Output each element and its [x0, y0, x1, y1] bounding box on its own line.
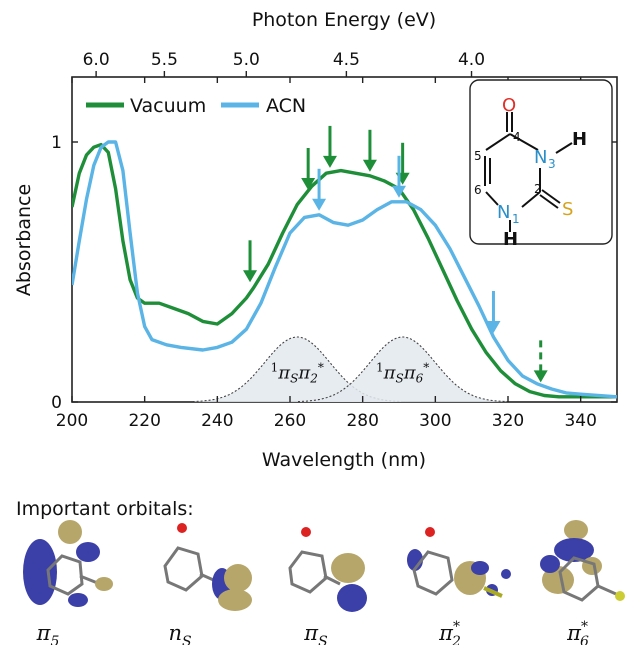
atom-index-2: 2 [534, 182, 542, 196]
y-tick-label: 1 [51, 133, 62, 153]
legend: Vacuum ACN [86, 95, 306, 117]
orbital-caption-4: π*2 [438, 619, 461, 645]
x-tick-label: 220 [128, 411, 160, 431]
atom-sulfur: S [562, 199, 573, 220]
orbital-caption-1: π5 [36, 621, 60, 645]
atom-n3-index: 3 [548, 157, 556, 171]
top-axis-ticks: 6.0 5.5 5.0 4.5 4.0 [83, 50, 485, 77]
arrow-head-2 [301, 178, 316, 190]
molecule-bonds [484, 112, 573, 232]
x-axis-ticks: 200 220 240 260 280 300 320 340 [56, 77, 597, 431]
atom-h1: H [503, 229, 518, 250]
state-band-curve-2 [297, 336, 507, 402]
orbital-caption-3: πS [303, 621, 327, 645]
arrow-head-3 [322, 155, 337, 168]
arrow-head-9 [486, 321, 501, 333]
orbital-pi6-star [540, 520, 625, 602]
arrow-head-4 [362, 159, 377, 172]
atom-n3: N [534, 147, 547, 168]
orbital-caption-2: nS [168, 621, 191, 645]
atom-h3: H [572, 129, 587, 150]
atom-index-6: 6 [474, 183, 482, 197]
orbital-pi5 [23, 520, 113, 607]
series-line-vacuum [72, 142, 617, 399]
x-axis-title: Wavelength (nm) [262, 449, 426, 471]
orbital-pi-s [288, 527, 367, 612]
arrow-head-8 [392, 185, 406, 198]
arrow-head-7 [312, 198, 327, 211]
x-tick-label: 320 [492, 411, 524, 431]
state-bands: 1πSπ2* 1πSπ6* [192, 336, 507, 402]
series-lines [72, 140, 617, 399]
atom-index-5: 5 [474, 149, 482, 163]
orbitals-heading: Important orbitals: [16, 498, 194, 520]
arrow-head-1 [243, 270, 258, 283]
y-axis-title: Absorbance [13, 184, 35, 296]
top-tick-label: 4.5 [333, 50, 360, 70]
arrow-head-6 [533, 370, 548, 383]
top-tick-label: 4.0 [458, 50, 485, 70]
atom-n1-index: 1 [512, 212, 520, 226]
orbital-captions: π5 nS πS π*2 π*6 [36, 619, 589, 645]
state-band-label-1: 1πSπ2* [271, 361, 324, 386]
atom-n1: N [497, 202, 510, 223]
state-band-label-2: 1πSπ6* [376, 361, 429, 386]
y-tick-label: 0 [51, 393, 62, 413]
transition-arrows [243, 125, 548, 383]
x-tick-label: 240 [201, 411, 233, 431]
x-tick-label: 200 [56, 411, 88, 431]
top-axis-title: Photon Energy (eV) [252, 9, 436, 31]
top-tick-label: 6.0 [83, 50, 110, 70]
top-tick-label: 5.5 [151, 50, 178, 70]
orbital-pi2-star [407, 527, 511, 598]
top-tick-label: 5.0 [233, 50, 260, 70]
molecule-inset: O 4 N 3 H 5 6 2 S N 1 H [469, 79, 613, 250]
atom-index-4: 4 [513, 130, 521, 144]
x-tick-label: 340 [564, 411, 596, 431]
legend-label-acn: ACN [266, 95, 306, 117]
orbital-caption-5: π*6 [566, 619, 589, 645]
legend-label-vacuum: Vacuum [130, 95, 206, 117]
x-tick-label: 300 [419, 411, 451, 431]
x-tick-label: 260 [274, 411, 306, 431]
x-tick-label: 280 [346, 411, 378, 431]
atom-oxygen: O [502, 95, 516, 116]
orbital-ns [163, 523, 252, 611]
state-band-fill-2 [298, 337, 507, 402]
series-line-acn [72, 140, 617, 399]
molecule-box [469, 79, 613, 245]
